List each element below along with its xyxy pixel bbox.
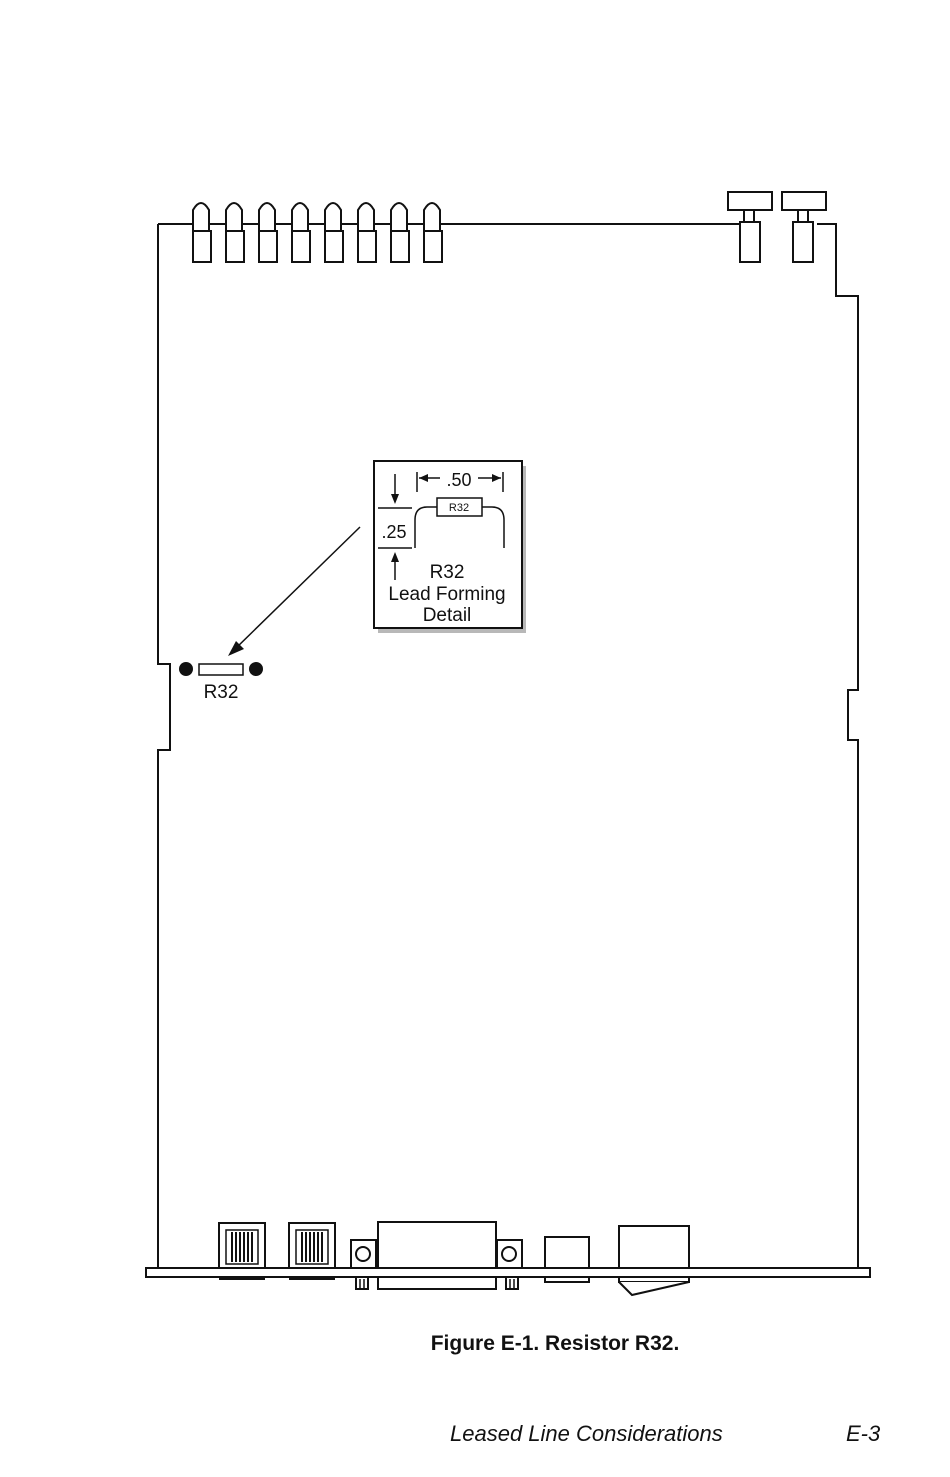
- faceplate: [146, 1268, 870, 1277]
- dimension-width-label: .50: [446, 470, 471, 490]
- led-row: [193, 203, 442, 262]
- led-3: [259, 203, 277, 262]
- led-2: [226, 203, 244, 262]
- lead-forming-detail: .50 R32 .25 R32 Lead Forming Detail: [374, 461, 526, 633]
- led-7: [391, 203, 409, 262]
- board-outline: [158, 224, 858, 1268]
- resistor-r32: R32: [179, 662, 263, 703]
- footer-page-number: E-3: [846, 1421, 880, 1447]
- pointer-arrow: [228, 527, 360, 656]
- led-6: [358, 203, 376, 262]
- led-4: [292, 203, 310, 262]
- d-sub-connector: [351, 1222, 522, 1289]
- top-right-switches: [728, 192, 826, 262]
- detail-resistor-label: R32: [449, 502, 469, 514]
- detail-caption-line-1: R32: [430, 562, 465, 583]
- power-connector: [619, 1226, 689, 1295]
- led-1: [193, 203, 211, 262]
- resistor-r32-label: R32: [204, 682, 239, 703]
- led-5: [325, 203, 343, 262]
- dimension-height-label: .25: [381, 522, 406, 542]
- footer-section-title: Leased Line Considerations: [450, 1421, 723, 1447]
- detail-caption-line-3: Detail: [423, 605, 472, 626]
- switch-2: [782, 192, 826, 262]
- figure-caption: Figure E-1. Resistor R32.: [0, 1332, 950, 1356]
- detail-caption-line-2: Lead Forming: [388, 584, 505, 605]
- led-8: [424, 203, 442, 262]
- switch-1: [728, 192, 772, 262]
